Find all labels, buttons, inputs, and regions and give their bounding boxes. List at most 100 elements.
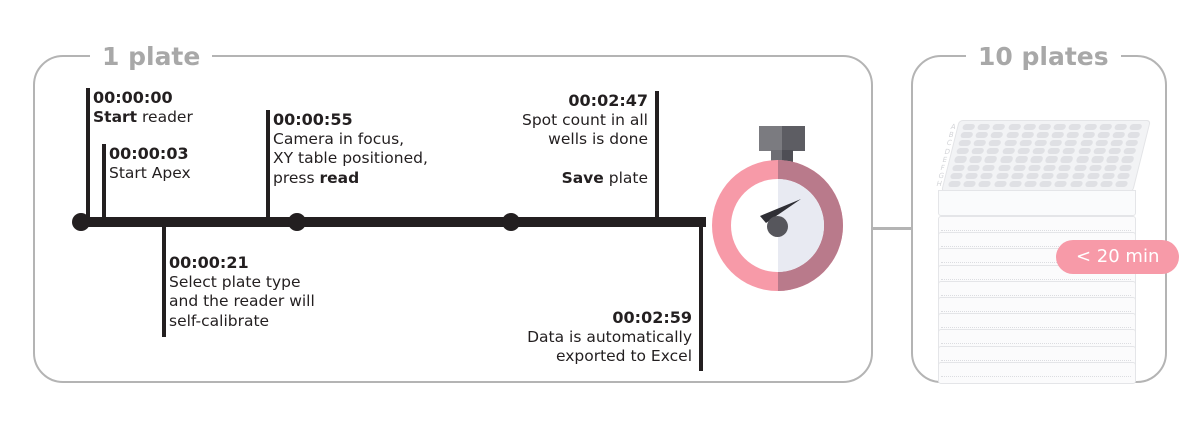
plate-well [1103, 164, 1118, 171]
plate-well [1001, 148, 1016, 155]
event-spot-count-done: 00:02:47 Spot count in all wells is done… [381, 91, 648, 188]
event-description-line2: XY table positioned, [273, 149, 428, 167]
plate-well [1054, 180, 1068, 188]
plate-well [973, 139, 987, 147]
plate-layer [938, 361, 1136, 384]
event-time: 00:00:21 [169, 253, 249, 272]
plate-well [1123, 148, 1137, 155]
plate-well [1066, 131, 1080, 139]
plate-well [984, 156, 998, 163]
event-description-line2: exported to Excel [555, 347, 692, 365]
plate-well [968, 156, 983, 163]
plate-well [990, 131, 1004, 139]
plate-well [1084, 180, 1099, 188]
timeline-dot-middle [288, 213, 306, 231]
event-time: 00:00:03 [109, 144, 189, 163]
event-description-line3-rest: press [273, 168, 320, 187]
event-description-spacer [381, 150, 648, 169]
event-description-bold: Start [93, 107, 138, 126]
event-description-line3-bold: read [319, 168, 360, 187]
timeline-axis [78, 217, 706, 227]
plate-well [1018, 139, 1033, 147]
plate-layer-seam [941, 327, 1131, 329]
event-description: Start Apex [109, 163, 191, 182]
event-description-line3-rest: plate [603, 168, 648, 187]
tick-start-reader [86, 88, 90, 222]
plate-well [1088, 164, 1103, 171]
plate-well [1111, 131, 1126, 139]
tick-select-plate-type [162, 227, 166, 337]
event-description-line3: press read [273, 169, 428, 189]
plate-well [982, 164, 996, 171]
plate-well [1037, 123, 1052, 130]
tick-spot-count-done [655, 91, 659, 222]
time-badge: < 20 min [1056, 240, 1180, 274]
event-start-reader: 00:00:00 Start reader [93, 88, 193, 127]
plate-well [1075, 156, 1089, 163]
plate-well [962, 180, 977, 188]
plate-well [1016, 148, 1031, 155]
plate-layer-seam [941, 262, 1131, 264]
event-description-line1: Spot count in all [522, 110, 648, 129]
plate-layer-seam [941, 278, 1131, 281]
plate-top-front-edge [938, 190, 1136, 216]
plate-well [959, 131, 974, 139]
plate-well [1105, 156, 1120, 163]
plate-well [1044, 156, 1059, 163]
stopwatch-icon [712, 126, 852, 291]
plate-well [978, 180, 992, 188]
panel-connector [872, 227, 913, 230]
event-select-plate-type: 00:00:21 Select plate type and the reade… [169, 253, 315, 331]
plate-well [992, 123, 1006, 130]
plate-layer-seam [941, 359, 1131, 362]
plate-well [1098, 123, 1113, 130]
plate-well [957, 139, 972, 147]
plate-well [1005, 131, 1020, 139]
plate-well [1040, 172, 1055, 180]
plate-well [1094, 139, 1109, 147]
panel-one-plate: 1 plate [33, 42, 873, 383]
event-time: 00:00:00 [93, 88, 173, 107]
plate-well [1129, 123, 1143, 130]
plate-layer-seam [941, 294, 1131, 297]
plate-well [1047, 148, 1061, 155]
plate-row-letter: F [939, 164, 946, 172]
plate-well [1118, 164, 1133, 171]
plate-well [1023, 180, 1038, 188]
plate-well [1086, 172, 1101, 180]
plate-well [1049, 139, 1063, 147]
plate-well [1038, 180, 1053, 188]
plate-well [1056, 172, 1070, 180]
event-description-rest: reader [137, 107, 193, 126]
plate-layer-seam [941, 230, 1131, 232]
plate-well [961, 123, 976, 130]
plate-layer-seam [941, 246, 1131, 248]
plate-well [1058, 164, 1072, 171]
stopwatch-hub [767, 216, 788, 237]
stopwatch-hand [760, 199, 801, 223]
plate-well [1025, 172, 1040, 180]
plate-well [1022, 123, 1037, 130]
plate-well [1008, 180, 1023, 188]
plate-well [995, 172, 1009, 180]
plate-well [1007, 123, 1022, 130]
plate-well [1064, 139, 1078, 147]
plate-well [1120, 156, 1135, 163]
plate-well [1116, 172, 1131, 180]
plate-well [1060, 156, 1074, 163]
plate-well [1073, 164, 1087, 171]
plate-well [988, 139, 1002, 147]
plate-well [1083, 123, 1098, 130]
event-camera-in-focus: 00:00:55 Camera in focus, XY table posit… [273, 110, 428, 188]
panel-one-plate-legend: 1 plate [90, 42, 213, 72]
event-time: 00:00:55 [273, 110, 353, 129]
plate-well [977, 123, 991, 130]
plate-well [997, 164, 1011, 171]
stopwatch-crown-stem-shadow [782, 150, 793, 164]
plate-well [1051, 131, 1065, 139]
plate-well [1101, 172, 1116, 180]
plate-well [1096, 131, 1111, 139]
plate-well [1062, 148, 1076, 155]
